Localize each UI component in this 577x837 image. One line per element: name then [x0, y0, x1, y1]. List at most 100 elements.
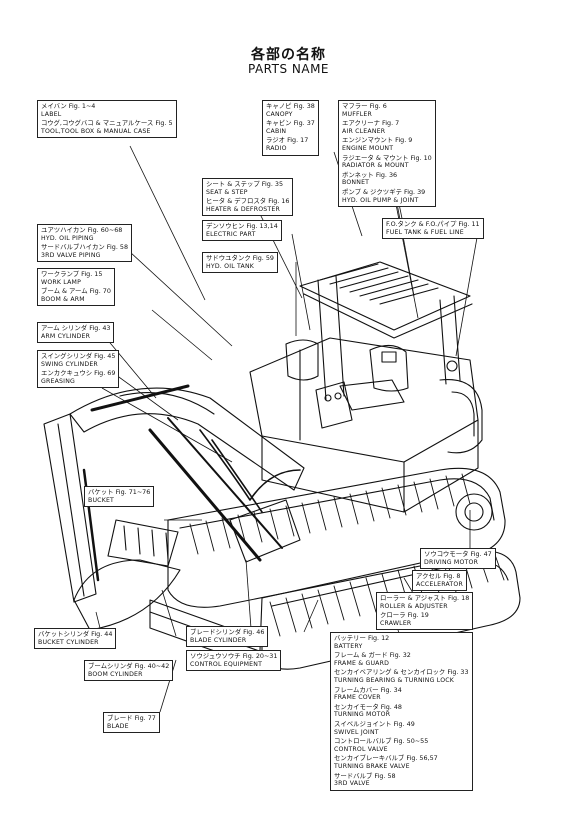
label-canopy-line-6: RADIO	[266, 144, 287, 152]
label-arm-cylinder-line-2: ARM CYLINDER	[41, 332, 91, 340]
label-arm-cylinder: アーム シリンダ Fig. 43 ARM CYLINDER	[37, 322, 115, 344]
label-bucket-line-1: バケット Fig. 71~76	[88, 488, 151, 496]
label-boom-cylinder: ブームシリンダ Fig. 40~42 BOOM CYLINDER	[84, 660, 174, 682]
label-muffler-line-12: HYD. OIL PUMP & JOINT	[342, 196, 419, 204]
label-battery-frame-line-16: TURNING BRAKE VALVE	[334, 762, 410, 770]
label-bucket-cylinder-line-1: バケットシリンダ Fig. 44	[38, 630, 113, 638]
label-muffler: マフラー Fig. 6 MUFFLER エアクリーナ Fig. 7 AIR CL…	[338, 100, 436, 208]
label-blade: ブレード Fig. 77 BLADE	[103, 712, 160, 734]
upper-structure	[249, 337, 479, 513]
label-canopy-line-2: CANOPY	[266, 110, 293, 118]
label-battery-frame-line-4: FRAME & GUARD	[334, 659, 390, 667]
label-muffler-line-1: マフラー Fig. 6	[342, 102, 387, 110]
label-canopy-line-5: ラジオ Fig. 17	[266, 136, 309, 145]
label-seat-step-line-1: シート & ステップ Fig. 35	[206, 180, 284, 188]
label-muffler-line-3: エアクリーナ Fig. 7	[342, 119, 400, 128]
label-roller-crawler: ローラー & アジャスト Fig. 18 ROLLER & ADJUSTER ク…	[376, 592, 474, 631]
label-swing-cylinder-line-1: スイングシリンダ Fig. 45	[41, 352, 116, 360]
label-muffler-line-10: BONNET	[342, 179, 370, 187]
label-battery-frame-line-5: センカイベアリング & センカイロック Fig. 33	[334, 668, 469, 677]
label-muffler-line-4: AIR CLEANER	[342, 127, 386, 135]
label-battery-frame-line-18: 3RD VALVE	[334, 780, 370, 788]
label-accelerator: アクセル Fig. 8 ACCELERATOR	[412, 570, 467, 592]
label-hyd-oil-tank: サドウユタンク Fig. 59 HYD. OIL TANK	[202, 252, 279, 274]
label-battery-frame-line-8: FRAME COVER	[334, 694, 381, 702]
label-bucket-line-2: BUCKET	[88, 496, 115, 504]
label-bucket-cylinder: バケットシリンダ Fig. 44 BUCKET CYLINDER	[34, 628, 117, 650]
label-seat-step-line-4: HEATER & DEFROSTER	[206, 205, 280, 213]
label-battery-frame-line-9: センカイモータ Fig. 48	[334, 702, 403, 711]
label-driving-motor-line-2: DRIVING MOTOR	[424, 558, 479, 566]
label-hyd-oil-piping-line-3: サードバルブハイカン Fig. 58	[41, 243, 129, 252]
label-blade-line-2: BLADE	[107, 722, 129, 730]
label-blade-cylinder-line-2: BLADE CYLINDER	[190, 636, 247, 644]
label-roller-crawler-line-2: ROLLER & ADJUSTER	[380, 602, 448, 610]
label-driving-motor: ソウコウモータ Fig. 47 DRIVING MOTOR	[420, 548, 496, 570]
label-battery-frame-line-17: サードバルブ Fig. 58	[334, 771, 396, 780]
label-battery-frame-line-13: コントロールバルブ Fig. 50~55	[334, 737, 429, 746]
label-boom-cylinder-line-1: ブームシリンダ Fig. 40~42	[88, 662, 170, 670]
label-swing-cylinder-line-4: GREASING	[41, 377, 76, 385]
label-battery-frame-line-10: TURNING MOTOR	[334, 711, 391, 719]
label-accelerator-line-2: ACCELERATOR	[416, 580, 463, 588]
label-fuel-tank-line-1: F.O.タンク & F.O.パイプ Fig. 11	[386, 220, 480, 228]
label-tool-box-line-3: コウグ,コウグバコ & マニュアルケース Fig. 5	[41, 119, 173, 128]
label-battery-frame-line-7: フレームカバー Fig. 34	[334, 685, 402, 694]
label-hyd-oil-tank-line-1: サドウユタンク Fig. 59	[206, 254, 275, 262]
label-seat-step: シート & ステップ Fig. 35 SEAT & STEP ヒータ & デフロ…	[202, 178, 294, 217]
label-arm-cylinder-line-1: アーム シリンダ Fig. 43	[41, 324, 111, 332]
label-work-lamp: ワークランプ Fig. 15 WORK LAMP ブーム & アーム Fig. …	[37, 268, 115, 307]
label-fuel-tank: F.O.タンク & F.O.パイプ Fig. 11 FUEL TANK & FU…	[382, 218, 484, 240]
label-battery-frame-line-6: TURNING BEARING & TURNING LOCK	[334, 676, 455, 684]
bucket	[73, 519, 181, 631]
label-roller-crawler-line-3: クローラ Fig. 19	[380, 611, 429, 620]
page-title-jp: 各部の名称	[251, 47, 326, 63]
label-muffler-line-6: ENGINE MOUNT	[342, 144, 394, 152]
label-bucket-cylinder-line-2: BUCKET CYLINDER	[38, 638, 99, 646]
label-work-lamp-line-2: WORK LAMP	[41, 278, 82, 286]
label-hyd-oil-piping-line-2: HYD. OIL PIPING	[41, 234, 94, 242]
label-bucket: バケット Fig. 71~76 BUCKET	[84, 486, 155, 508]
label-muffler-line-2: MUFFLER	[342, 110, 373, 118]
label-muffler-line-5: エンジンマウント Fig. 9	[342, 136, 413, 145]
boom	[69, 387, 305, 491]
label-driving-motor-line-1: ソウコウモータ Fig. 47	[424, 550, 492, 558]
label-swing-cylinder-line-3: エンカクキュウシ Fig. 69	[41, 369, 116, 378]
label-blade-cylinder: ブレードシリンダ Fig. 46 BLADE CYLINDER	[186, 626, 269, 648]
label-blade-line-1: ブレード Fig. 77	[107, 714, 156, 722]
label-battery-frame-line-3: フレーム & ガード Fig. 32	[334, 651, 411, 660]
label-swing-cylinder-line-2: SWING CYLINDER	[41, 360, 98, 368]
label-work-lamp-line-1: ワークランプ Fig. 15	[41, 270, 103, 278]
label-control-equipment-line-2: CONTROL EQUIPMENT	[190, 660, 263, 668]
label-accelerator-line-1: アクセル Fig. 8	[416, 572, 461, 580]
canopy-frame	[299, 261, 473, 401]
label-roller-crawler-line-1: ローラー & アジャスト Fig. 18	[380, 594, 470, 602]
label-battery-frame-line-15: センカイブレーキバルブ Fig. 56,57	[334, 754, 438, 763]
operator-seat	[339, 344, 409, 411]
label-hyd-oil-piping: ユアツハイカン Fig. 60~68 HYD. OIL PIPING サードバル…	[37, 224, 133, 263]
page-title-en: PARTS NAME	[247, 62, 330, 76]
label-tool-box-line-2: LABEL	[41, 110, 62, 118]
label-canopy-line-1: キャノピ Fig. 38	[266, 102, 315, 110]
label-battery-frame-line-11: スイベルジョイント Fig. 49	[334, 719, 415, 728]
label-roller-crawler-line-4: CRAWLER	[380, 619, 412, 627]
label-battery-frame-line-14: CONTROL VALVE	[334, 745, 388, 753]
label-canopy: キャノピ Fig. 38 CANOPY キャビン Fig. 37 CABIN ラ…	[262, 100, 319, 156]
label-tool-box: メイバン Fig. 1~4 LABEL コウグ,コウグバコ & マニュアルケース…	[37, 100, 177, 139]
label-battery-frame-line-12: SWIVEL JOINT	[334, 728, 379, 736]
label-muffler-line-11: ポンプ & ジクツギテ Fig. 39	[342, 187, 426, 196]
label-canopy-line-4: CABIN	[266, 127, 287, 135]
label-tool-box-line-4: TOOL,TOOL BOX & MANUAL CASE	[41, 127, 151, 135]
label-hyd-oil-piping-line-4: 3RD VALVE PIPING	[41, 251, 101, 259]
label-swing-cylinder: スイングシリンダ Fig. 45 SWING CYLINDER エンカクキュウシ…	[37, 350, 120, 389]
label-control-equipment: ソウジュウソウチ Fig. 20~31 CONTROL EQUIPMENT	[186, 650, 282, 672]
label-seat-step-line-2: SEAT & STEP	[206, 188, 248, 196]
label-electric-part-line-1: デンソウヒン Fig. 13,14	[206, 222, 278, 230]
label-battery-frame: バッテリー Fig. 12 BATTERY フレーム & ガード Fig. 32…	[330, 632, 473, 791]
label-work-lamp-line-4: BOOM & ARM	[41, 295, 85, 303]
label-muffler-line-9: ボンネット Fig. 36	[342, 170, 398, 179]
label-work-lamp-line-3: ブーム & アーム Fig. 70	[41, 287, 111, 296]
arm	[43, 413, 97, 603]
label-muffler-line-8: RADIATOR & MOUNT	[342, 162, 409, 170]
